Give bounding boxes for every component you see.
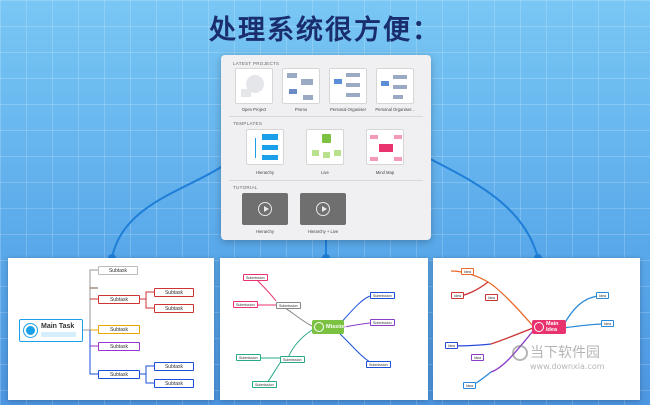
submission-node[interactable]: Submission (236, 354, 261, 361)
subtask-node[interactable]: Subtask (98, 295, 140, 304)
tutorial-heading: TUTORIAL (233, 185, 258, 190)
tutorial-video-hierarchy-live[interactable] (300, 193, 346, 225)
idea-node[interactable]: Idea (461, 268, 474, 275)
project-thumb-promo[interactable] (282, 68, 320, 104)
subtask-node[interactable]: Subtask (154, 379, 194, 388)
watermark-url: www.downxia.com (530, 362, 605, 371)
template-thumb-hierarchy[interactable] (246, 129, 284, 165)
idea-node[interactable]: Idea (445, 342, 458, 349)
hierarchy-links (83, 269, 154, 384)
submission-node[interactable]: Submission (233, 301, 258, 308)
latest-projects-heading: LATEST PROJECTS (233, 61, 280, 66)
target-icon (24, 324, 37, 337)
subtask-node[interactable]: Subtask (154, 362, 194, 371)
template-thumb-live[interactable] (306, 129, 344, 165)
project-thumb-organiser-2[interactable] (376, 68, 414, 104)
idea-node[interactable]: Idea (601, 320, 614, 327)
page-title: 处理系统很方便： (209, 15, 441, 46)
idea-node[interactable]: Idea (463, 382, 476, 389)
subtask-node[interactable]: Subtask (98, 342, 140, 351)
templates-heading: TEMPLATES (233, 121, 263, 126)
subtask-node[interactable]: Subtask (98, 370, 140, 379)
subtask-node[interactable]: Subtask (98, 325, 140, 334)
project-thumb-open[interactable] (235, 68, 273, 104)
play-icon (316, 202, 330, 216)
subtask-node[interactable]: Subtask (98, 266, 138, 275)
template-label: Hierarchy (256, 170, 274, 175)
launcher-window: LATEST PROJECTS Open Project Promo Perso… (221, 55, 431, 240)
download-logo-icon (512, 345, 528, 361)
tutorial-label: Hierarchy + Live (307, 229, 339, 234)
divider (229, 180, 423, 181)
mindmap-preview-panel: Idea Idea Idea Main Idea Idea Idea Idea … (433, 258, 640, 400)
submission-node[interactable]: Submission (370, 292, 395, 299)
target-icon (314, 322, 324, 332)
mission-node[interactable]: Mission (312, 320, 346, 334)
project-thumb-organiser[interactable] (329, 68, 367, 104)
submission-node[interactable]: Submission (280, 356, 305, 363)
submission-node[interactable]: Submission (243, 274, 268, 281)
project-label: Personal Organiser (329, 107, 367, 112)
idea-node[interactable]: Idea (451, 292, 464, 299)
idea-node[interactable]: Idea (471, 354, 484, 361)
main-task-node[interactable]: Main Task (19, 319, 83, 342)
project-label: Open Project (241, 107, 267, 112)
hierarchy-preview-panel: Main Task Subtask Subtask Subtask Subtas… (8, 258, 214, 400)
main-idea-node[interactable]: Main Idea (532, 320, 566, 334)
project-label: Personal Organiser... (375, 107, 415, 112)
submission-node[interactable]: Submission (370, 319, 395, 326)
submission-node[interactable]: Submission (252, 381, 277, 388)
submission-node[interactable]: Submission (366, 361, 391, 368)
idea-node[interactable]: Idea (596, 292, 609, 299)
divider (229, 116, 423, 117)
template-label: Mind Map (375, 170, 395, 175)
tutorial-video-hierarchy[interactable] (242, 193, 288, 225)
idea-node[interactable]: Idea (485, 294, 498, 301)
live-preview-panel: Submission Submission Submission Mission… (220, 258, 428, 400)
project-label: Promo (294, 107, 308, 112)
subtask-node[interactable]: Subtask (154, 304, 194, 313)
tutorial-label: Hierarchy (256, 229, 274, 234)
play-icon (258, 202, 272, 216)
template-thumb-mind-map[interactable] (366, 129, 404, 165)
target-icon (534, 322, 544, 332)
template-label: Live (321, 170, 329, 175)
subtask-node[interactable]: Subtask (154, 288, 194, 297)
watermark-logo: 当下软件园 (512, 342, 600, 362)
submission-node[interactable]: Submission (276, 302, 301, 309)
